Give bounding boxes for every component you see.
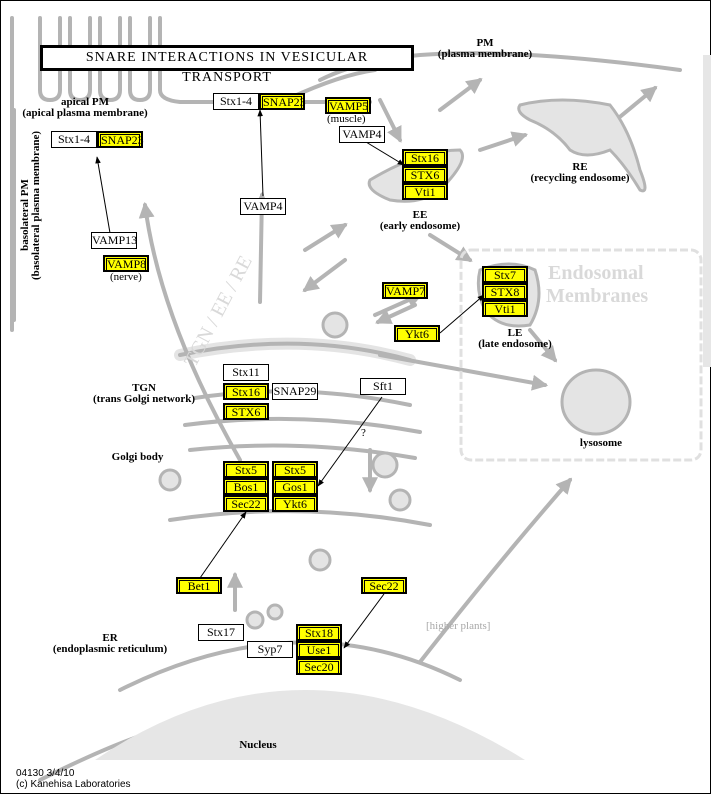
watermark-endosomal: Endosomal: [548, 262, 644, 284]
pm-label: PM(plasma membrane): [437, 37, 533, 60]
gene-tgn-stx11[interactable]: Stx11: [223, 364, 269, 381]
lysosome-label: lysosome: [579, 437, 623, 449]
tgn-label: TGN(trans Golgi network): [92, 382, 196, 405]
gene-er-stx17[interactable]: Stx17: [198, 624, 244, 641]
muscle-note: (muscle): [327, 113, 366, 125]
copyright: (c) Kanehisa Laboratories: [16, 779, 131, 790]
scrollbar[interactable]: [703, 55, 711, 367]
nucleus-label: Nucleus: [239, 739, 277, 751]
map-id-date: 04130 3/4/10: [16, 768, 75, 779]
gene-ykt6-le[interactable]: Ykt6: [394, 325, 440, 342]
gene-ee-stx16[interactable]: Stx16: [402, 149, 448, 166]
gene-vamp4-top[interactable]: VAMP4: [339, 126, 385, 143]
recycling-endosome: [517, 98, 647, 193]
gene-snap29[interactable]: SNAP29: [272, 383, 318, 400]
gene-pm-snap23[interactable]: SNAP23: [259, 93, 306, 110]
uncertain-note: ?: [361, 427, 366, 439]
lysosome-shape: [560, 368, 632, 436]
golgi-label: Golgi body: [111, 451, 164, 463]
gene-er-sec20[interactable]: Sec20: [296, 658, 342, 675]
gene-vamp8[interactable]: VAMP8: [103, 255, 149, 272]
gene-er-stx18[interactable]: Stx18: [296, 624, 342, 641]
gene-vamp13[interactable]: VAMP13: [91, 232, 138, 249]
gene-vamp5[interactable]: VAMP5: [325, 97, 371, 114]
gene-ee-stx6[interactable]: STX6: [402, 166, 448, 183]
nucleus-shape: [95, 690, 525, 760]
gene-le-vti1[interactable]: Vti1: [482, 300, 528, 317]
apical-pm-label: apical PM(apical plasma membrane): [22, 96, 148, 119]
gene-golgi-bos1[interactable]: Bos1: [223, 478, 269, 495]
gene-ee-vti1[interactable]: Vti1: [402, 183, 448, 200]
le-label: LE(late endosome): [478, 327, 552, 350]
gene-tgn-stx6[interactable]: STX6: [223, 403, 269, 420]
gene-le-stx7[interactable]: Stx7: [482, 266, 528, 283]
gene-golgi-gos1[interactable]: Gos1: [272, 478, 318, 495]
nerve-note: (nerve): [110, 271, 142, 283]
endosomal-region: [459, 248, 703, 462]
gene-er-use1[interactable]: Use1: [296, 641, 342, 658]
gene-bet1[interactable]: Bet1: [176, 577, 222, 594]
gene-golgi-ykt6[interactable]: Ykt6: [272, 495, 318, 512]
gene-le-stx8[interactable]: STX8: [482, 283, 528, 300]
re-label: RE(recycling endosome): [530, 161, 630, 184]
gene-vamp4-mid[interactable]: VAMP4: [240, 198, 286, 215]
gene-sec22-er[interactable]: Sec22: [361, 577, 407, 594]
gene-apical-snap23[interactable]: SNAP23: [97, 131, 144, 148]
er-label: ER(endoplasmic reticulum): [52, 632, 168, 655]
higher-plants-note: [higher plants]: [426, 620, 491, 632]
gene-vamp7[interactable]: VAMP7: [382, 282, 428, 299]
gene-sft1[interactable]: Sft1: [360, 378, 406, 395]
page-title: SNARE INTERACTIONS IN VESICULAR TRANSPOR…: [40, 45, 414, 85]
er-membrane: [118, 640, 462, 692]
gene-apical-stx1-4[interactable]: Stx1-4: [51, 131, 97, 148]
gene-golgi-stx5-b[interactable]: Stx5: [272, 461, 318, 478]
gene-golgi-sec22[interactable]: Sec22: [223, 495, 269, 512]
gene-er-syp7[interactable]: Syp7: [247, 641, 293, 658]
gene-tgn-stx16[interactable]: Stx16: [223, 383, 269, 400]
gene-pm-stx1-4[interactable]: Stx1-4: [213, 93, 259, 110]
ee-label: EE(early endosome): [379, 209, 461, 232]
watermark-membranes: Membranes: [546, 285, 649, 307]
gene-golgi-stx5-a[interactable]: Stx5: [223, 461, 269, 478]
basolateral-pm-label: basolateral PM(basolateral plasma membra…: [19, 130, 42, 280]
